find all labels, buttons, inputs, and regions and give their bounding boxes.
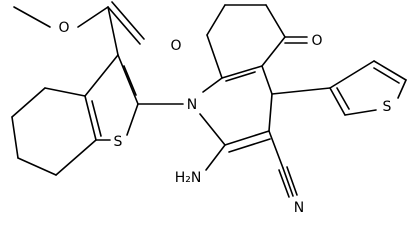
bond-c7-c7a [55,139,97,176]
atom-ketone-o: O [311,33,322,49]
bond-c4-c5 [11,87,46,118]
bond-cn-triple-1 [282,167,294,197]
bond-th-s-c5 [397,79,407,99]
molecule-structure: O O S N O S H₂N N [11,1,407,216]
bond-c3a-c7a [84,95,97,141]
bond-th-c2-s [344,109,377,116]
bond-cn-triple-3 [286,166,298,196]
bond-c3q-cn [268,130,284,169]
bond-c3-c2-double [117,54,139,105]
atom-thiophene-s: S [114,134,123,150]
bond-carbonyl-double-2 [111,1,145,40]
bond-carbonyl-double-1 [107,6,141,45]
atom-amine: H₂N [175,170,202,186]
bond-c4q-c4a [261,65,273,95]
bond-c4a-c8a-double [221,65,263,79]
bond-carbonyl-c3 [107,6,119,56]
bond-th-c5-c4-double-inner [373,67,400,84]
bond-th-c3-c2-double [329,87,346,116]
atom-thienyl-s: S [383,99,392,115]
atom-ring-n: N [187,97,197,113]
bond-c3q-c4q [268,93,273,132]
bond-c8a-c8 [206,34,223,79]
bond-c3a-c7a-inner [91,100,102,137]
bond-c6-c5 [265,4,286,38]
bond-c5-c6 [11,116,19,159]
bond-c4q-thienyl [271,87,331,95]
bond-c4a-c8a-double-inner [225,71,256,82]
bond-c8-c7 [206,4,226,36]
bond-th-c5-c4-double [373,60,407,81]
bond-c2q-c3q-double [224,130,270,146]
bond-c5-c4a [261,36,286,67]
bond-o-carbonyl [77,6,109,28]
bond-th-c3-c2-double-inner [336,87,350,110]
atom-nitrile-n: N [294,200,304,216]
atom-ester-carbonyl-o: O [170,38,181,54]
bond-c6-c7 [17,157,57,176]
bond-c3-c2-double-inner [123,65,137,96]
atom-label-layer: O O S N O S H₂N N [58,20,391,216]
bond-methyl-o [13,6,51,28]
bond-c3-c3a [84,54,119,97]
bond-c2q-nh2 [205,144,226,171]
bond-cn-triple-2 [278,169,290,198]
bond-n-c8a [202,77,223,93]
bond-n-c2q [199,113,226,146]
bond-c3a-c4 [44,87,86,97]
atom-methoxy-o: O [58,20,69,36]
bond-c2q-c3q-double-inner [228,138,271,153]
bond-layer [11,1,407,198]
bond-th-c4-c3 [329,60,375,89]
bond-s-c2 [126,103,139,136]
structure-canvas: O O S N O S H₂N N [11,1,407,216]
